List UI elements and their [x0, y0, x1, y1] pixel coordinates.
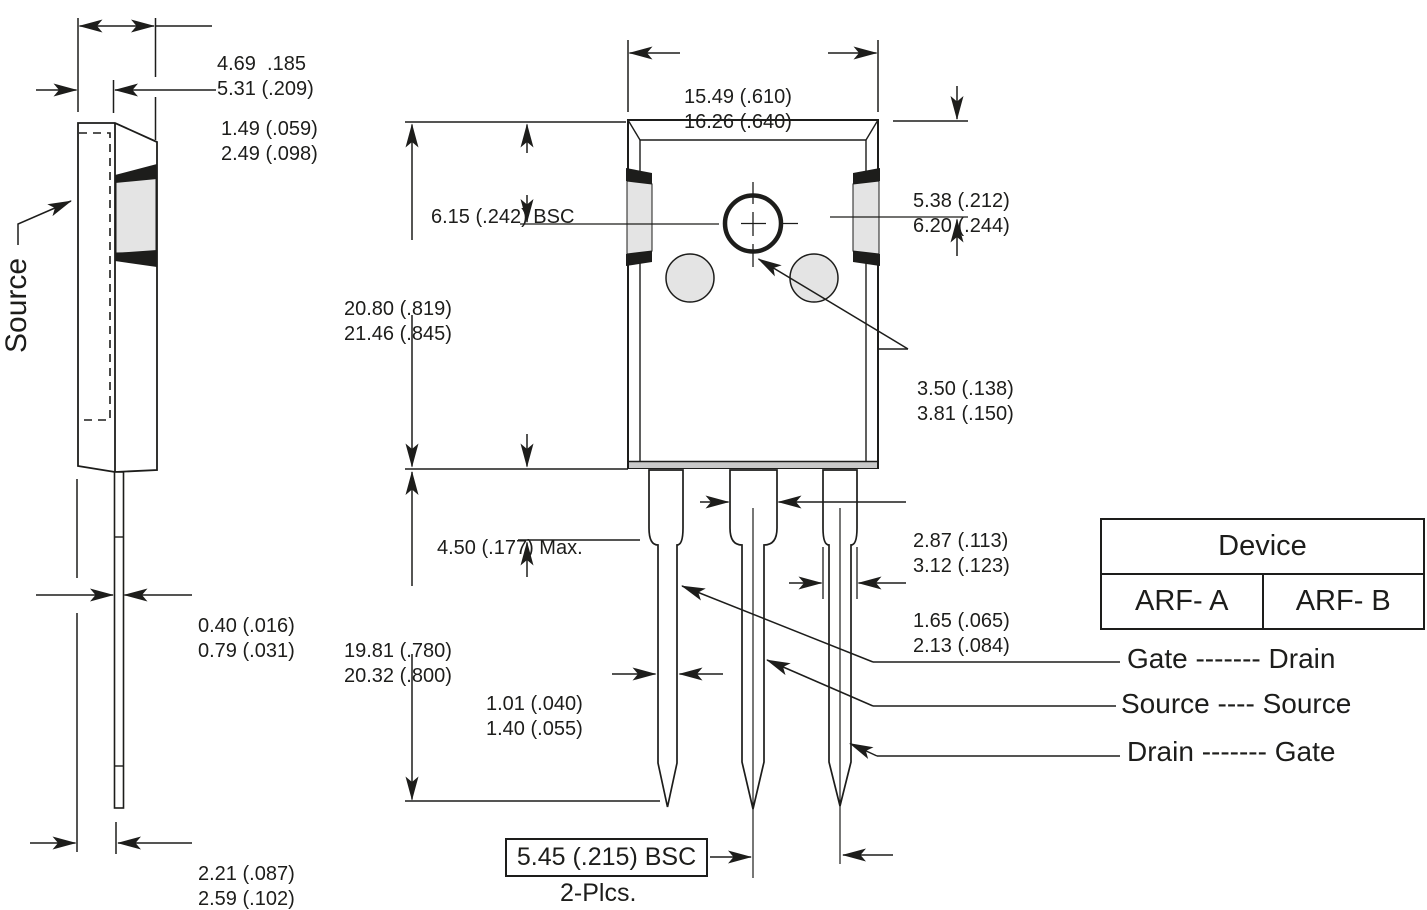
body-outline: [627, 119, 879, 469]
dim-lead-offset: 2.21 (.087)2.59 (.102): [198, 863, 295, 910]
right-notch-bar-top: [853, 168, 880, 184]
front-leads: [648, 469, 858, 878]
left-notch-fill: [626, 180, 653, 255]
lead-gate: [648, 469, 684, 808]
dim-lead-thickness: 0.40 (.016)0.79 (.031): [198, 615, 295, 662]
dim-body-width: 15.49 (.610)16.26 (.640): [684, 86, 792, 133]
dim-shoulder-length: 4.50 (.177) Max.: [437, 537, 583, 559]
body-bottom-edge: [629, 462, 877, 468]
dim-body-height: 20.80 (.819)21.46 (.845): [344, 298, 452, 345]
dim-tab-offset: 1.49 (.059)2.49 (.098): [221, 118, 318, 165]
device-table-header: Device: [1102, 520, 1423, 575]
pin-leaders: [681, 585, 1120, 760]
dim-lead-length: 19.81 (.780)20.32 (.800): [344, 640, 452, 687]
dim-hole-top: 5.38 (.212)6.20 (.244): [913, 190, 1010, 237]
side-view-source-label: Source: [0, 257, 33, 353]
sub-hole-right: [789, 253, 839, 303]
side-notch-fill: [115, 177, 157, 254]
left-notch-bar-top: [626, 168, 652, 184]
side-lead: [113, 471, 125, 809]
dim-lead-width-narrow: 1.01 (.040)1.40 (.055): [486, 693, 583, 740]
dim-hole-diameter: 3.50 (.138)3.81 (.150): [917, 378, 1014, 425]
front-view: [520, 119, 968, 878]
device-table-cell-arf-a: ARF- A: [1135, 585, 1229, 617]
pin-label-source-source: Source ---- Source: [1121, 688, 1352, 719]
left-notch-bar-bottom: [626, 251, 652, 266]
device-table: Device ARF- A ARF- B: [1100, 518, 1425, 630]
dim-lead-pitch-note: 2-Plcs.: [560, 879, 637, 907]
side-view: [77, 122, 158, 809]
dim-lead-pitch-box: 5.45 (.215) BSC: [505, 838, 708, 877]
pin-label-drain-gate: Drain ------- Gate: [1127, 736, 1336, 767]
sub-hole-left: [665, 253, 715, 303]
side-notch-bar-top: [115, 164, 157, 183]
device-table-cell-arf-b: ARF- B: [1261, 575, 1424, 628]
dim-outer-lead-width: 1.65 (.065)2.13 (.084): [913, 610, 1010, 657]
dim-hole-offset: 6.15 (.242) BSC: [431, 206, 575, 228]
source-leader: [17, 200, 72, 245]
right-notch-bar-bottom: [853, 251, 880, 266]
dimension-lines: [17, 18, 1120, 864]
pin-label-gate-drain: Gate ------- Drain: [1127, 643, 1336, 674]
dim-center-lead-width: 2.87 (.113)3.12 (.123): [913, 530, 1010, 577]
side-notch-bar-bottom: [115, 250, 157, 267]
